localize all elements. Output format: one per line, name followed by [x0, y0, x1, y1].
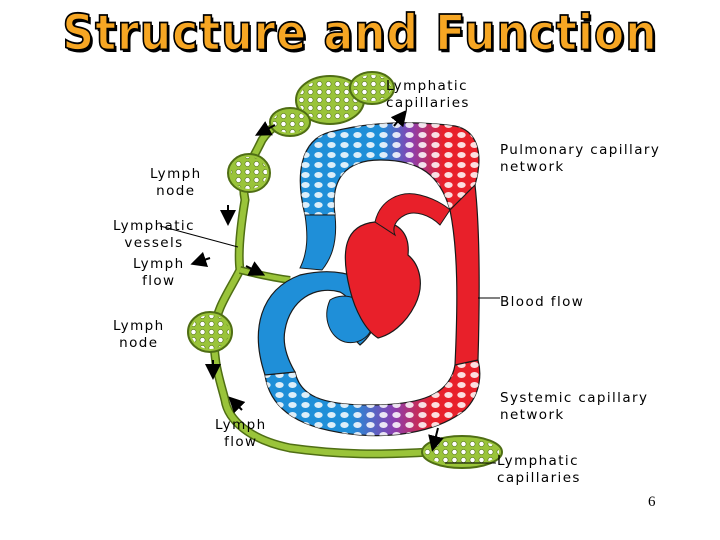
lymph-node-upper-shape — [227, 153, 271, 193]
label-systemic-capillary-network: Systemic capillary network — [500, 390, 649, 423]
label-lymphatic-capillaries-top: Lymphatic capillaries — [386, 78, 470, 111]
label-lymph-flow-lower: Lymph flow — [215, 417, 267, 450]
label-pulmonary-capillary-network: Pulmonary capillary network — [500, 142, 661, 175]
label-lymph-flow-upper: Lymph flow — [133, 256, 185, 289]
pulmonary-capillary-network — [299, 122, 480, 216]
page-number: 6 — [648, 494, 656, 510]
page-title: Structure and Function — [62, 4, 658, 63]
label-blood-flow: Blood flow — [500, 294, 585, 310]
lymph-node-lower-shape — [187, 311, 233, 353]
lymphatic-capillaries-top — [269, 71, 395, 137]
flow-arrows — [190, 109, 444, 452]
label-lymphatic-capillaries-bottom: Lymphatic capillaries — [497, 453, 581, 486]
label-lymph-node-upper: Lymph node — [150, 166, 202, 199]
oxygen-rich-circulation — [344, 183, 480, 366]
label-leader-lines — [159, 225, 500, 464]
label-lymphatic-vessels: Lymphatic vessels — [113, 218, 195, 251]
lymphatic-vessel-chain — [209, 95, 435, 459]
systemic-capillary-network — [264, 359, 481, 437]
label-lymph-node-lower: Lymph node — [113, 318, 165, 351]
